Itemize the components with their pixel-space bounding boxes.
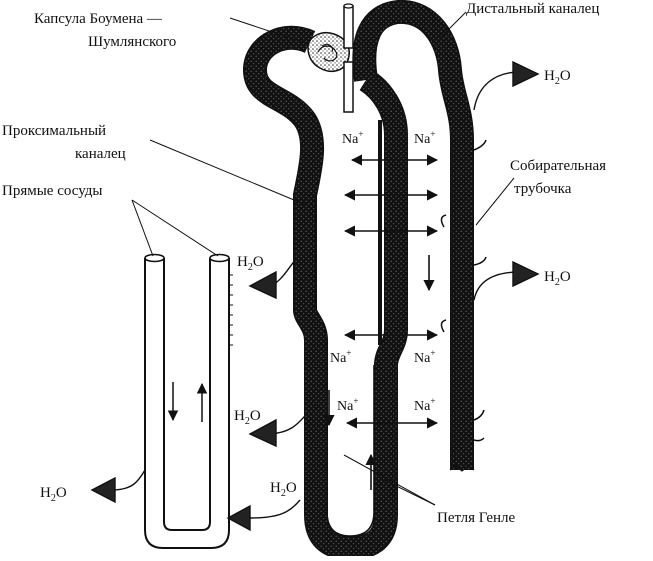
label-loop-of-henle: Петля Генле [437,510,516,526]
svg-text:H2O: H2O [270,480,297,499]
label-bowman-capsule-2: Шумлянского [88,34,176,50]
svg-text:H2O: H2O [234,408,261,427]
label-collecting-duct-1: Собирательная [510,158,606,174]
label-proximal-tubule-1: Проксимальный [2,123,106,139]
svg-text:H2O: H2O [40,485,67,504]
label-collecting-duct-2: трубочка [514,181,572,197]
label-bowman-capsule-1: Капсула Боумена — [34,11,163,27]
vasa-recta [144,253,233,549]
label-vasa-recta: Прямые сосуды [2,183,102,199]
glomerulus [307,3,354,113]
na-labels: Na+ Na+ Na+ Na+ Na+ Na+ [330,129,435,414]
label-distal-tubule: Дистальный каналец [466,1,599,17]
svg-text:Na+: Na+ [342,129,363,147]
svg-text:H2O: H2O [237,254,264,273]
svg-text:Na+: Na+ [337,396,358,414]
h2o-arrows [90,60,540,532]
leader-lines [131,11,515,506]
svg-text:Na+: Na+ [330,348,351,366]
h2o-labels: H2O H2O H2O H2O H2O H2O [40,68,571,504]
label-proximal-tubule-2: каналец [75,146,126,162]
svg-text:Na+: Na+ [414,396,435,414]
svg-text:H2O: H2O [544,68,571,87]
svg-text:Na+: Na+ [414,348,435,366]
svg-text:Na+: Na+ [414,129,435,147]
na-transport-arrows [323,154,439,490]
svg-text:H2O: H2O [544,269,571,288]
